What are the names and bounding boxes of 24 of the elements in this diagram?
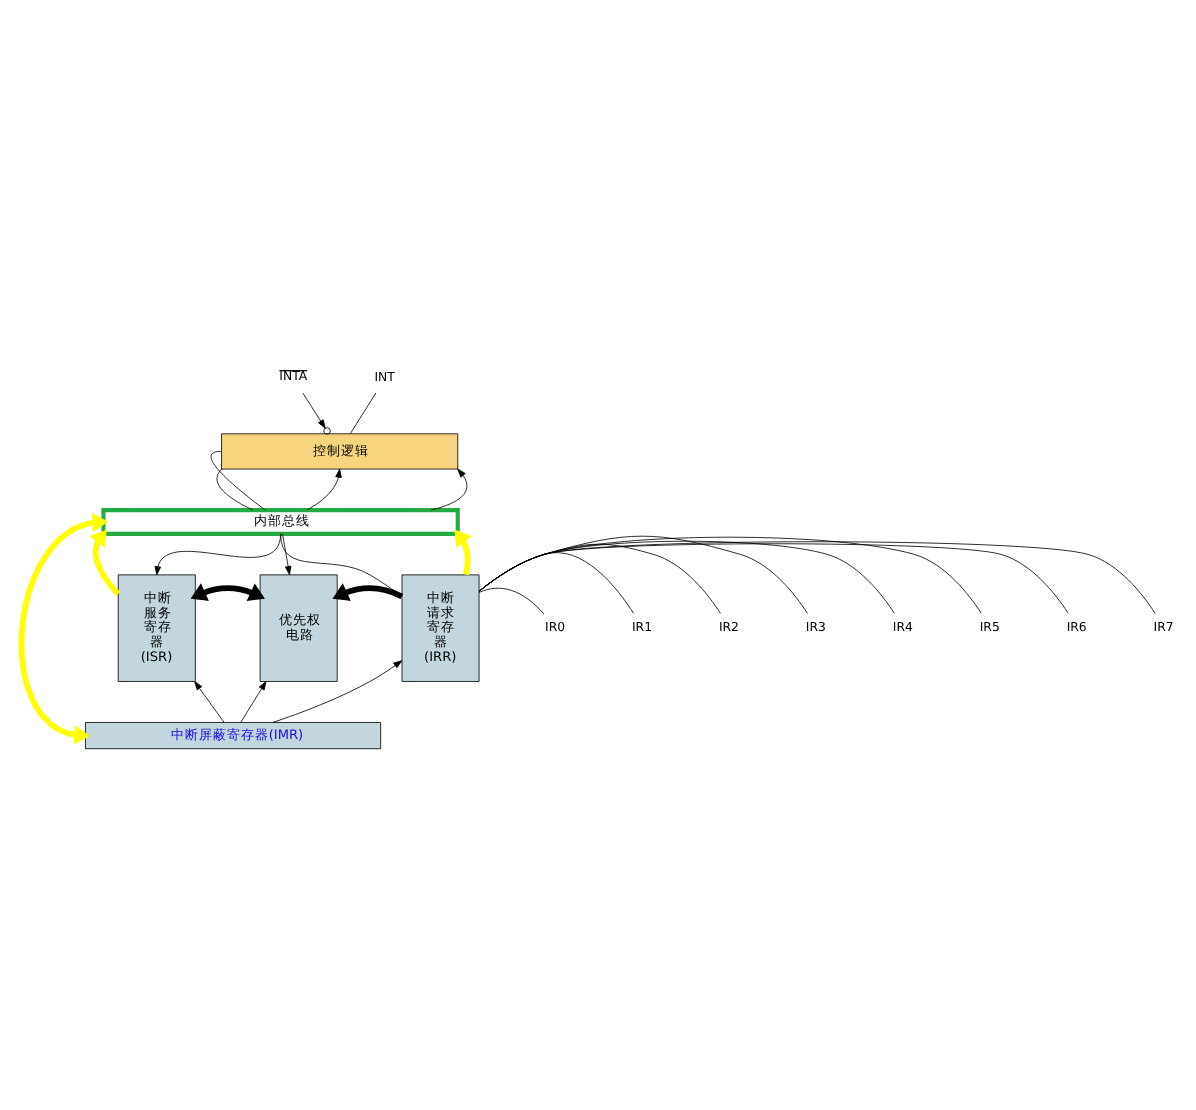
connector — [349, 391, 377, 434]
arrow — [190, 582, 265, 600]
connector — [478, 542, 1069, 613]
connector — [478, 535, 982, 613]
arrow — [194, 680, 225, 722]
arrow — [306, 467, 342, 510]
arrow — [89, 528, 121, 595]
arrow — [272, 659, 403, 722]
connector — [478, 542, 721, 613]
connector — [216, 467, 254, 510]
arrow — [431, 467, 468, 510]
arrow — [302, 391, 331, 434]
arrow — [332, 582, 404, 600]
connector — [478, 551, 634, 613]
connector — [478, 539, 895, 613]
connector — [210, 450, 266, 510]
arrow — [454, 528, 472, 575]
connector — [478, 534, 808, 613]
connector — [478, 586, 545, 614]
arrow — [18, 511, 109, 744]
connector — [478, 540, 1156, 613]
arrow — [240, 680, 267, 722]
connector — [280, 532, 403, 596]
arrow — [282, 532, 292, 575]
